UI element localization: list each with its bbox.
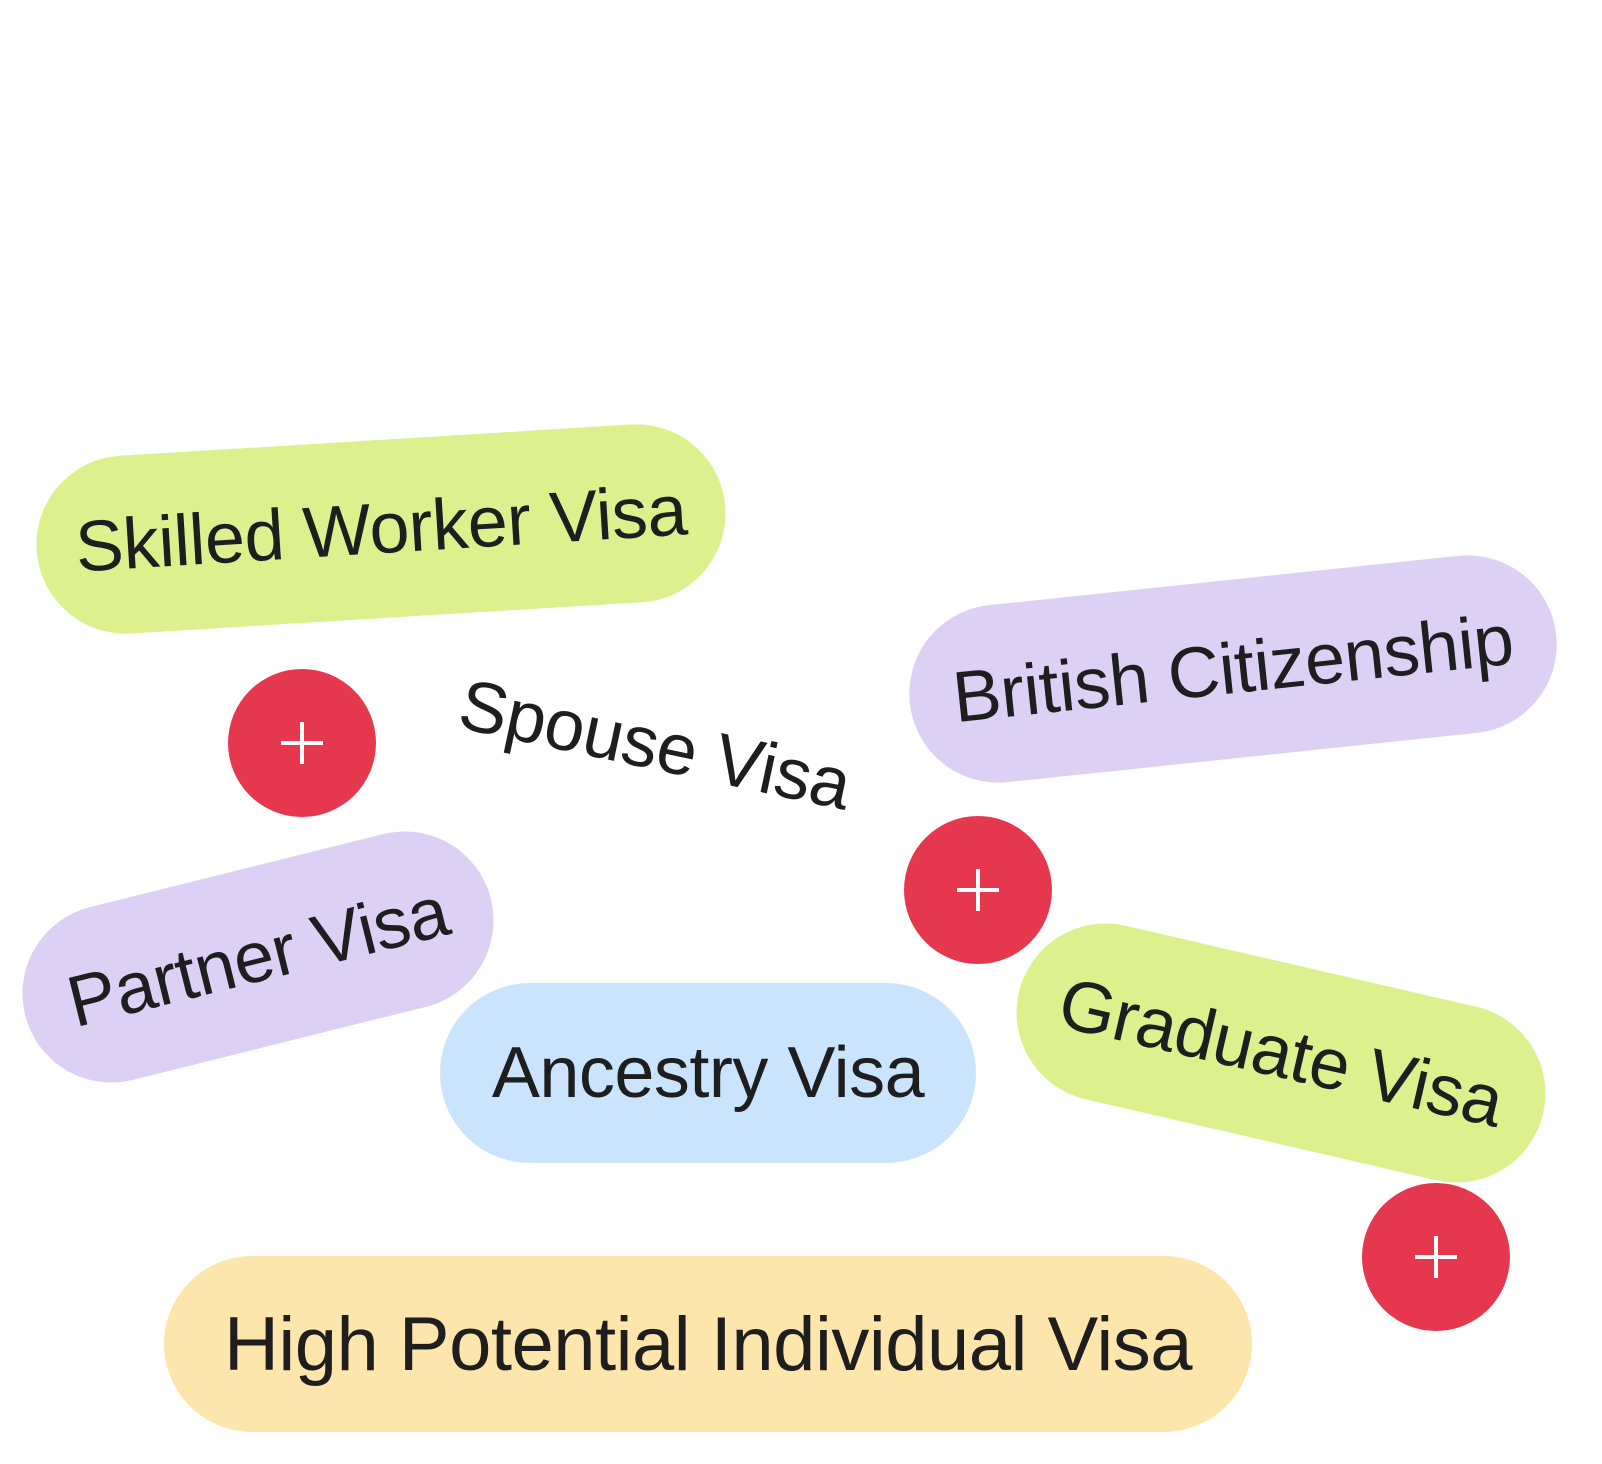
tag-label: Spouse Visa <box>452 664 858 826</box>
add-button[interactable] <box>228 669 376 817</box>
tag-label: Partner Visa <box>59 871 457 1043</box>
tag-high-potential-individual-visa[interactable]: High Potential Individual Visa <box>164 1256 1252 1432</box>
tag-skilled-worker-visa[interactable]: Skilled Worker Visa <box>31 419 731 639</box>
tag-graduate-visa[interactable]: Graduate Visa <box>998 905 1564 1201</box>
tag-british-citizenship[interactable]: British Citizenship <box>900 546 1566 792</box>
tag-label: Graduate Visa <box>1051 963 1511 1143</box>
plus-icon <box>1415 1236 1457 1278</box>
add-button[interactable] <box>904 816 1052 964</box>
tag-label: High Potential Individual Visa <box>224 1301 1193 1387</box>
tag-ancestry-visa[interactable]: Ancestry Visa <box>440 983 976 1163</box>
add-button[interactable] <box>1362 1183 1510 1331</box>
tag-label: Skilled Worker Visa <box>73 470 689 588</box>
tag-label: Ancestry Visa <box>491 1033 925 1113</box>
plus-icon <box>957 869 999 911</box>
plus-icon <box>281 722 323 764</box>
tag-spouse-visa[interactable]: Spouse Visa <box>450 659 860 830</box>
tag-partner-visa[interactable]: Partner Visa <box>3 812 513 1102</box>
tag-label: British Citizenship <box>949 599 1517 739</box>
